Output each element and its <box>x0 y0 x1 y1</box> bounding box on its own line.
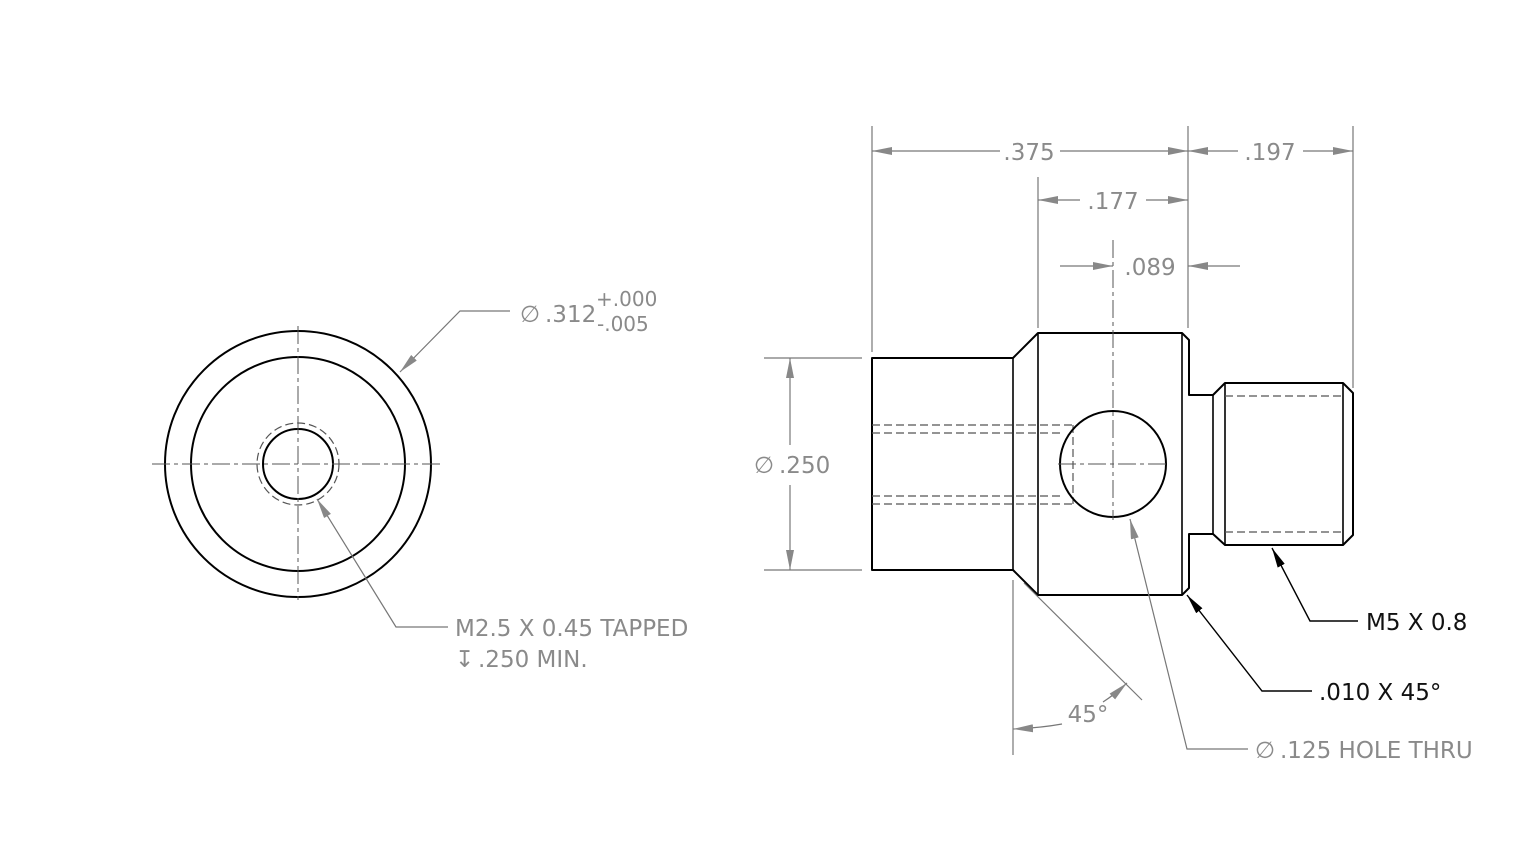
depth-symbol: ↧ <box>455 647 474 673</box>
dim-250-label-bg <box>750 448 835 480</box>
hole-leader <box>1129 518 1248 750</box>
dim-250-symbol: ∅ <box>754 453 774 479</box>
front-view: ∅ .312 +.000 -.005 M2.5 X 0.45 TAPPED ↧ … <box>152 287 688 673</box>
tapped-hole-line2: .250 MIN. <box>478 647 588 673</box>
tapped-hole-leader <box>316 498 448 628</box>
angle-label: 45° <box>1068 702 1109 728</box>
dim-089-label: .089 <box>1124 255 1175 281</box>
part-outline <box>871 332 1354 596</box>
thread-label: M5 X 0.8 <box>1366 610 1467 636</box>
angle-arc-right <box>1102 682 1128 703</box>
diameter-tol-upper: +.000 <box>596 287 657 311</box>
diameter-tol-lower: -.005 <box>597 312 649 336</box>
dim-197-label: .197 <box>1244 140 1295 166</box>
dim-177-label: .177 <box>1087 189 1138 215</box>
angle-arc-left <box>1012 723 1063 733</box>
thread-leader <box>1271 547 1358 622</box>
tapped-hole-line1: M2.5 X 0.45 TAPPED <box>455 616 688 642</box>
diameter-leader <box>399 310 510 373</box>
chamfer-leader <box>1186 594 1312 692</box>
side-view: .375 .197 .177 .089 ∅ .250 45° ∅ .125 HO… <box>750 126 1473 764</box>
hole-label: .125 HOLE THRU <box>1280 738 1473 764</box>
hole-symbol: ∅ <box>1255 738 1275 764</box>
diameter-symbol: ∅ <box>520 302 540 328</box>
dim-250-label: .250 <box>779 453 830 479</box>
ext-line-angle-slant <box>1023 582 1143 701</box>
chamfer-label: .010 X 45° <box>1319 680 1441 706</box>
dim-375-label: .375 <box>1003 140 1054 166</box>
diameter-value: .312 <box>545 302 596 328</box>
